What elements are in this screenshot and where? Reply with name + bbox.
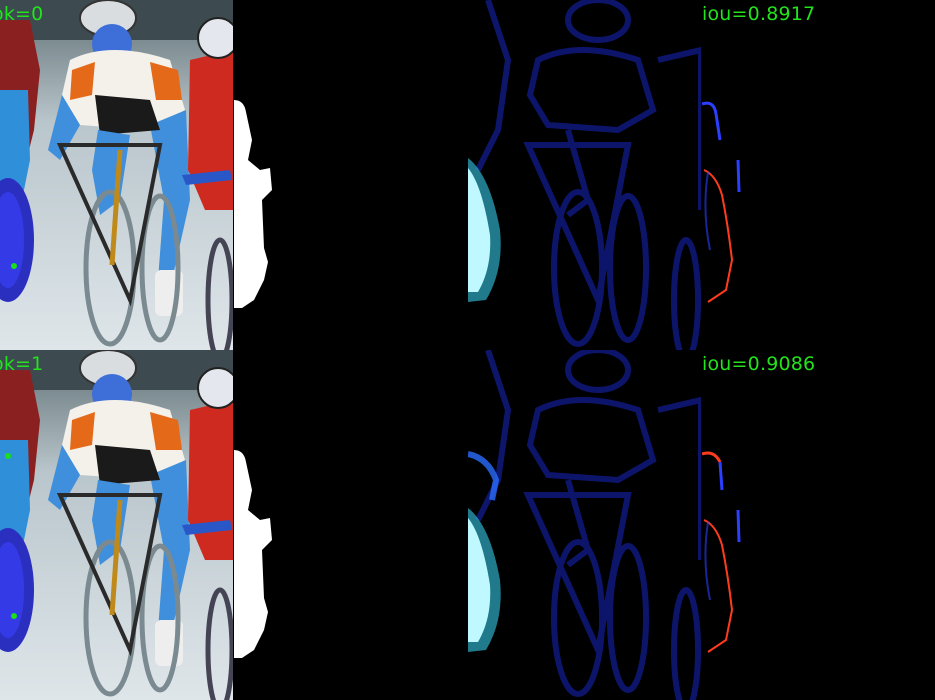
edge-heatmap (468, 0, 701, 350)
boundary-error-map (702, 101, 741, 303)
row2-boundary-error: iou=0.9086 (702, 350, 935, 700)
cyclist-photo (0, 0, 233, 350)
row2-input-image: ok=1 (0, 350, 233, 700)
row1-input-image: ok=0 (0, 0, 233, 350)
row1-mask (234, 0, 467, 350)
row2-mask (234, 350, 467, 700)
predicted-mask (234, 100, 272, 308)
iou-label: iou=0.9086 (702, 353, 816, 375)
ok-label: ok=1 (0, 353, 44, 375)
row1-boundary-error: iou=0.8917 (702, 0, 935, 350)
predicted-mask (234, 450, 272, 658)
iou-label: iou=0.8917 (702, 3, 816, 25)
row2-edge-map (468, 350, 701, 700)
cyclist-photo (0, 350, 233, 700)
boundary-error-map (702, 451, 741, 653)
edge-heatmap (468, 350, 701, 700)
row1-edge-map (468, 0, 701, 350)
ok-label: ok=0 (0, 3, 44, 25)
